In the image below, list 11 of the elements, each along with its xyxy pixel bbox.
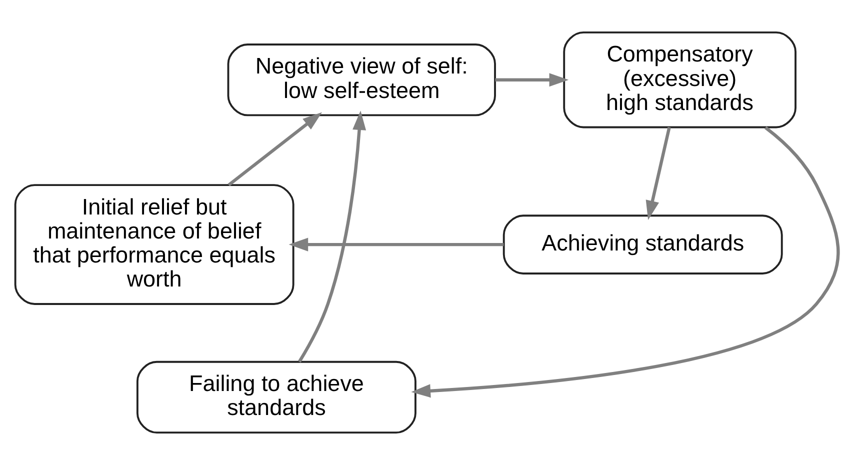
arrow <box>495 72 569 86</box>
arrow <box>411 126 840 398</box>
node-box: Compensatory (excessive) high standards <box>563 30 796 128</box>
arrow <box>228 112 322 186</box>
node-box: Negative view of self: low self-esteem <box>227 43 496 116</box>
node-box: Failing to achieve standards <box>136 360 416 434</box>
arrow <box>646 126 671 220</box>
arrow <box>298 110 366 362</box>
arrow <box>288 237 504 251</box>
node-box: Achieving standards <box>502 214 783 274</box>
node-box: Initial relief but maintenance of belief that performance equals worth <box>14 184 294 304</box>
